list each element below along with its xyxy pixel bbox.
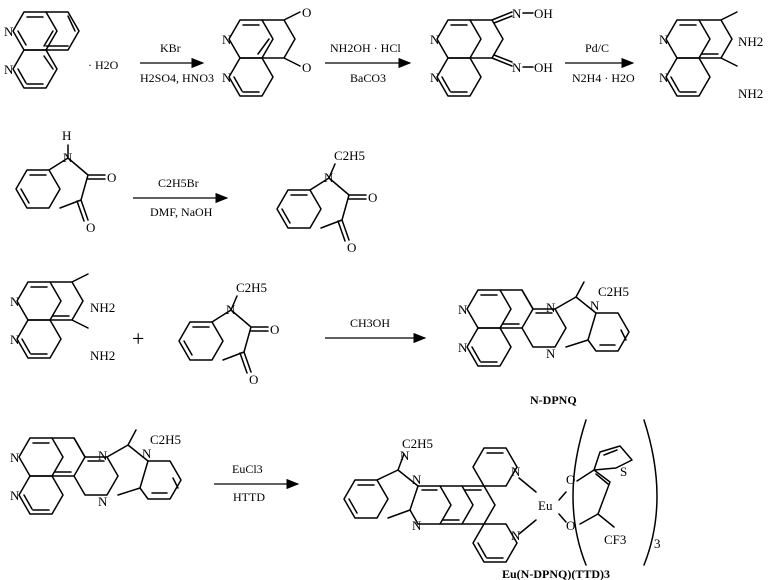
reagent-acids: H2SO4, HNO3 bbox=[140, 71, 214, 85]
svg-text:N: N bbox=[430, 70, 440, 85]
reagent-httd: HTTD bbox=[233, 490, 265, 504]
svg-text:N: N bbox=[98, 494, 108, 509]
svg-text:N: N bbox=[98, 448, 108, 463]
phenanthroline-dioxime-structure: N N N N OH OH bbox=[430, 6, 553, 97]
svg-text:C2H5: C2H5 bbox=[236, 280, 267, 295]
svg-text:N: N bbox=[10, 488, 20, 503]
svg-text:N: N bbox=[511, 464, 521, 479]
plus-sign: + bbox=[132, 326, 144, 351]
svg-text:N: N bbox=[222, 70, 232, 85]
n-dpnq-structure: N N N N N C2H5 bbox=[458, 281, 630, 367]
europium-complex-structure: N N N C2H5 N N Eu O O S CF3 3 bbox=[343, 419, 661, 566]
svg-text:N: N bbox=[400, 448, 410, 463]
svg-text:N: N bbox=[63, 150, 73, 165]
svg-text:N: N bbox=[222, 32, 232, 47]
hydrate-label: · H2O bbox=[88, 58, 119, 72]
svg-text:N: N bbox=[546, 300, 556, 315]
n-ethylisatin-reactant: N C2H5 O O bbox=[178, 280, 279, 387]
svg-text:Eu: Eu bbox=[538, 498, 553, 513]
svg-text:C2H5: C2H5 bbox=[598, 284, 629, 299]
reagent-kbr: KBr bbox=[160, 41, 181, 55]
reagent-hydroxylamine: NH2OH · HCl bbox=[330, 41, 401, 55]
svg-text:O: O bbox=[368, 190, 377, 205]
svg-text:O: O bbox=[86, 220, 95, 235]
svg-text:3: 3 bbox=[654, 536, 661, 551]
reagent-methanol: CH3OH bbox=[350, 316, 390, 330]
n-ethylisatin-structure: N C2H5 O O bbox=[276, 148, 377, 255]
reagent-hydrazine: N2H4 · H2O bbox=[572, 71, 635, 85]
svg-text:O: O bbox=[566, 472, 575, 487]
svg-text:N: N bbox=[659, 70, 669, 85]
svg-text:H: H bbox=[62, 128, 71, 143]
svg-text:N: N bbox=[458, 340, 468, 355]
diamino-phenanthroline-reactant: N N NH2 NH2 bbox=[10, 273, 115, 363]
svg-text:N: N bbox=[10, 450, 20, 465]
svg-text:O: O bbox=[302, 5, 311, 20]
svg-text:CF3: CF3 bbox=[604, 532, 626, 547]
svg-text:N: N bbox=[430, 32, 440, 47]
svg-text:S: S bbox=[620, 464, 627, 479]
svg-text:NH2: NH2 bbox=[738, 86, 763, 101]
isatin-structure: H N O O bbox=[15, 128, 116, 235]
svg-text:NH2: NH2 bbox=[90, 348, 115, 363]
n-dpnq-reactant: N N N N N C2H5 bbox=[10, 429, 182, 515]
svg-text:N: N bbox=[226, 302, 236, 317]
svg-text:N: N bbox=[4, 62, 14, 77]
diamino-phenanthroline-structure: N N NH2 NH2 bbox=[659, 11, 763, 101]
svg-text:N: N bbox=[10, 294, 20, 309]
svg-text:N: N bbox=[412, 472, 422, 487]
svg-text:N: N bbox=[511, 528, 521, 543]
reagent-barium-carbonate: BaCO3 bbox=[350, 71, 386, 85]
svg-text:OH: OH bbox=[534, 60, 553, 75]
svg-text:OH: OH bbox=[534, 6, 553, 21]
svg-text:N: N bbox=[458, 302, 468, 317]
svg-text:O: O bbox=[302, 60, 311, 75]
svg-text:O: O bbox=[566, 518, 575, 533]
svg-text:NH2: NH2 bbox=[90, 300, 115, 315]
n-dpnq-label: N-DPNQ bbox=[530, 393, 577, 407]
svg-text:N: N bbox=[142, 446, 152, 461]
reagent-eucl3: EuCl3 bbox=[232, 462, 263, 476]
svg-text:N: N bbox=[659, 32, 669, 47]
phenanthroline-dione-structure: N N O O bbox=[222, 5, 311, 97]
svg-text:N: N bbox=[590, 298, 600, 313]
phenanthroline-structure: N N bbox=[4, 11, 80, 89]
svg-text:N: N bbox=[512, 60, 522, 75]
reagent-pd-c: Pd/C bbox=[585, 41, 609, 55]
svg-text:C2H5: C2H5 bbox=[150, 432, 181, 447]
svg-text:NH2: NH2 bbox=[738, 34, 763, 49]
svg-text:N: N bbox=[10, 332, 20, 347]
svg-text:O: O bbox=[249, 372, 258, 387]
svg-text:O: O bbox=[107, 170, 116, 185]
svg-text:N: N bbox=[546, 346, 556, 361]
reagent-dmf-naoh: DMF, NaOH bbox=[150, 205, 213, 219]
svg-text:N: N bbox=[324, 170, 334, 185]
svg-text:O: O bbox=[270, 322, 279, 337]
europium-complex-label: Eu(N-DPNQ)(TTD)3 bbox=[502, 567, 610, 580]
svg-text:N: N bbox=[412, 518, 422, 533]
svg-text:O: O bbox=[347, 240, 356, 255]
reagent-ethyl-bromide: C2H5Br bbox=[158, 176, 199, 190]
svg-text:N: N bbox=[4, 24, 14, 39]
svg-text:C2H5: C2H5 bbox=[402, 436, 433, 451]
svg-text:N: N bbox=[512, 6, 522, 21]
svg-text:C2H5: C2H5 bbox=[334, 148, 365, 163]
